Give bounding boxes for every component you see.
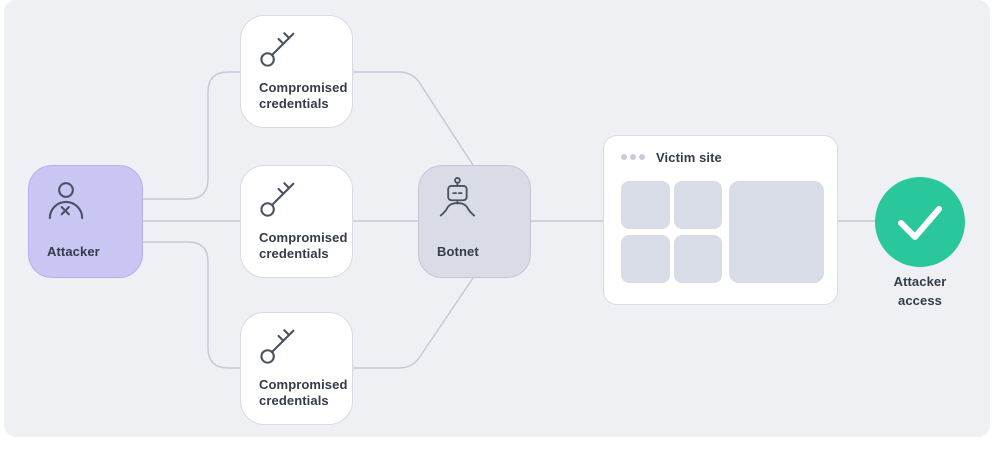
compromised-credentials-label: Compromised credentials <box>259 230 348 261</box>
checkmark-icon <box>898 206 942 240</box>
content-placeholder-block <box>674 235 722 283</box>
botnet-node: Botnet <box>418 165 531 278</box>
attacker-label: Attacker <box>47 244 100 259</box>
compromised-credentials-card-1: Compromised credentials <box>240 15 353 128</box>
attacker-access-success-circle <box>875 177 965 267</box>
connector-credentials-top-to-botnet <box>353 71 474 166</box>
attacker-person-icon <box>47 178 85 227</box>
compromised-credentials-card-3: Compromised credentials <box>240 312 353 425</box>
window-dot <box>621 154 627 160</box>
compromised-credentials-label: Compromised credentials <box>259 377 348 408</box>
compromised-credentials-label: Compromised credentials <box>259 80 348 111</box>
victim-site-title: Victim site <box>656 150 722 165</box>
key-icon <box>259 178 301 223</box>
key-icon <box>259 325 301 370</box>
connector-attacker-to-credentials-bottom <box>143 241 240 369</box>
content-placeholder-block <box>674 181 722 229</box>
attacker-access-label: Attacker access <box>893 274 947 308</box>
robot-icon <box>438 176 475 223</box>
compromised-credentials-card-2: Compromised credentials <box>240 165 353 278</box>
content-placeholder-block <box>621 181 670 229</box>
key-icon <box>259 28 301 73</box>
connector-attacker-to-credentials-top <box>143 71 240 200</box>
content-placeholder-block <box>621 235 670 283</box>
botnet-label: Botnet <box>437 244 479 259</box>
window-dot <box>630 154 636 160</box>
connector-credentials-bottom-to-botnet <box>353 277 474 369</box>
window-dot <box>639 154 645 160</box>
victim-site-window: Victim site <box>603 135 838 305</box>
window-dots-icon <box>621 154 645 160</box>
attacker-node: Attacker <box>28 165 143 278</box>
content-placeholder-block-large <box>729 181 824 283</box>
